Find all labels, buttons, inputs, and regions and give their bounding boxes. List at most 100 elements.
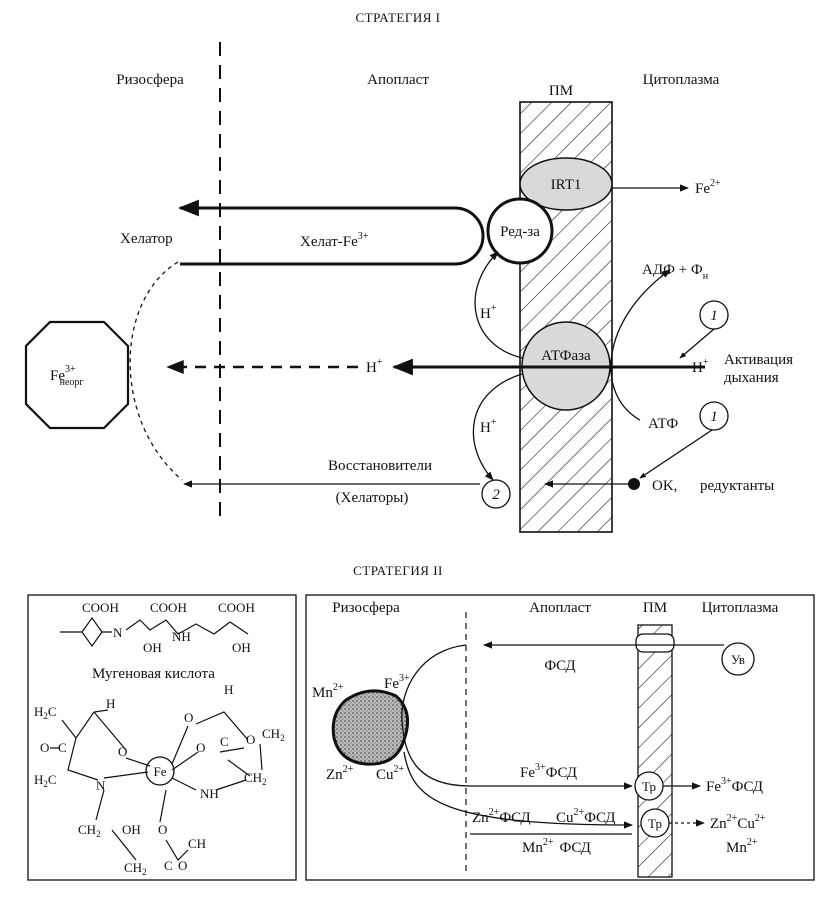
mugineic-acid-skeleton: [60, 616, 249, 648]
uv-label: Ув: [731, 652, 745, 667]
ch-bottom: CH: [188, 836, 206, 851]
oh-3: OH: [122, 822, 141, 837]
c-left: C: [58, 740, 67, 755]
reductants-title: Восстановители: [328, 458, 432, 474]
o-ring-3: O: [246, 732, 255, 747]
ok-label: OK,: [652, 478, 677, 494]
micronutrient-psd-arrow: [403, 751, 633, 829]
mn-cell-label: Mn2+: [726, 837, 758, 856]
step-1-upper-arrow: [679, 328, 715, 359]
step-1-lower-label: 1: [710, 409, 718, 425]
chelate-fe3-label: Хелат-Fe3+: [300, 231, 369, 250]
activation-label-line2: дыхания: [724, 370, 779, 386]
psd-efflux-channel: [635, 633, 675, 653]
proton-to-step2-arc: [472, 373, 523, 481]
step-1-lower-arrow: [639, 429, 713, 479]
cu-psd-label: Cu2+ФСД: [556, 807, 616, 826]
mn-psd-label: Mn2+ФСД: [522, 837, 591, 856]
strategy-1-title: СТРАТЕГИЯ I: [356, 10, 441, 25]
o-bottom-2: O: [178, 858, 187, 873]
fe2-label: Fe2+: [695, 178, 721, 197]
nh-2: NH: [200, 786, 219, 801]
transporter-fe-label: Тр: [642, 779, 656, 794]
step-1-upper-label: 1: [710, 308, 718, 324]
fe3-inorganic-octagon: [24, 320, 130, 430]
transporter-micronutrient-label: Тр: [648, 816, 662, 831]
zn-psd-label: Zn2+ФСД: [472, 807, 531, 826]
atp-label: АТФ: [648, 416, 678, 432]
zone-apoplast-label: Апопласт: [367, 72, 429, 88]
proton-to-reductase-arc: [474, 251, 523, 359]
ok-dot: [628, 478, 640, 490]
chelator-cycle-dashed-arc: [129, 261, 183, 481]
strategy-1: СТРАТЕГИЯ I Ризосфера Апопласт ПМ Цитопл…: [24, 10, 793, 533]
psd-label: ФСД: [544, 658, 575, 674]
cooh-1: COOH: [82, 600, 119, 615]
adp-label: АДФ + Фн: [642, 262, 709, 282]
h-right: H: [224, 682, 233, 697]
fe-center-label: Fe: [154, 764, 167, 779]
mugineic-acid-label: Мугеновая кислота: [92, 666, 215, 682]
chelator-label: Хелатор: [120, 231, 173, 247]
n-1: N: [113, 625, 123, 640]
fe3-psd-label: Fe3+ФСД: [520, 762, 577, 781]
metal-particle: [331, 689, 410, 766]
cooh-3: COOH: [218, 600, 255, 615]
o-ring-1: O: [184, 710, 193, 725]
step-2-label: 2: [492, 487, 500, 503]
h-plus-cytoplasm-label: H+: [692, 357, 709, 376]
s2-plasma-membrane: [637, 624, 673, 878]
chelators-title: (Хелаторы): [336, 490, 409, 506]
mugineic-acid-formula: COOH COOH COOH N OH NH OH Мугеновая кисл…: [34, 600, 285, 877]
atpase-label: АТФаза: [541, 348, 591, 364]
oh-1: OH: [143, 640, 162, 655]
o-bottom: O: [158, 822, 167, 837]
h2c-top: H2C: [34, 704, 57, 721]
ch2-right: CH2: [262, 726, 285, 743]
o-mid: O: [118, 744, 127, 759]
activation-label-line1: Активация: [724, 352, 793, 368]
oh-2: OH: [232, 640, 251, 655]
h-plus-apoplast-label: H+: [366, 357, 383, 376]
ch2-ring: CH2: [244, 770, 267, 787]
c-ring: C: [220, 734, 229, 749]
fe3-psd-cell-label: Fe3+ФСД: [706, 776, 763, 795]
zone-cytoplasm-label: Цитоплазма: [643, 72, 720, 88]
ch2-bottom-left: CH2: [78, 822, 101, 839]
c-bottom: C: [164, 858, 173, 873]
reductase-enzyme: [486, 197, 554, 265]
h-plus-upper-label: H+: [480, 303, 497, 322]
uv-marker: [721, 642, 755, 676]
fe3-psd-uptake-arrow: [401, 644, 633, 790]
nh-1: NH: [172, 629, 191, 644]
irt1-label: IRT1: [551, 177, 582, 193]
reductants-label: редуктанты: [700, 478, 774, 494]
mn-label: Mn2+: [312, 682, 344, 701]
mugineic-acid-panel: [27, 594, 297, 881]
s2-zone-rhizosphere-label: Ризосфера: [332, 600, 400, 616]
s2-zone-pm-label: ПМ: [643, 600, 667, 616]
ch2-bottom: CH2: [124, 860, 147, 877]
h-top: H: [106, 696, 115, 711]
o-left: O: [40, 740, 49, 755]
strategy-2: СТРАТЕГИЯ II COOH COOH COOH N OH NH OH М…: [27, 563, 815, 881]
s2-zone-apoplast-label: Апопласт: [529, 600, 591, 616]
fe-center: [145, 756, 175, 786]
strategy-2-title: СТРАТЕГИЯ II: [353, 563, 443, 578]
o-ring-2: O: [196, 740, 205, 755]
fe3-inorganic-label: Fe3+неорг: [50, 364, 84, 388]
irt1-transporter: [519, 157, 613, 211]
atp-to-adp-arc: [610, 269, 671, 421]
zone-rhizosphere-label: Ризосфера: [116, 72, 184, 88]
reductase-label: Ред-за: [500, 224, 540, 240]
h2c-bottom: H2C: [34, 772, 57, 789]
cooh-2: COOH: [150, 600, 187, 615]
h-plus-lower-label: H+: [480, 417, 497, 436]
n-2: N: [96, 778, 106, 793]
chelate-fe3-loop-arrow: [177, 199, 485, 266]
fe-label: Fe3+: [384, 673, 410, 692]
s2-zone-cytoplasm-label: Цитоплазма: [702, 600, 779, 616]
cu-label: Cu2+: [376, 764, 405, 783]
